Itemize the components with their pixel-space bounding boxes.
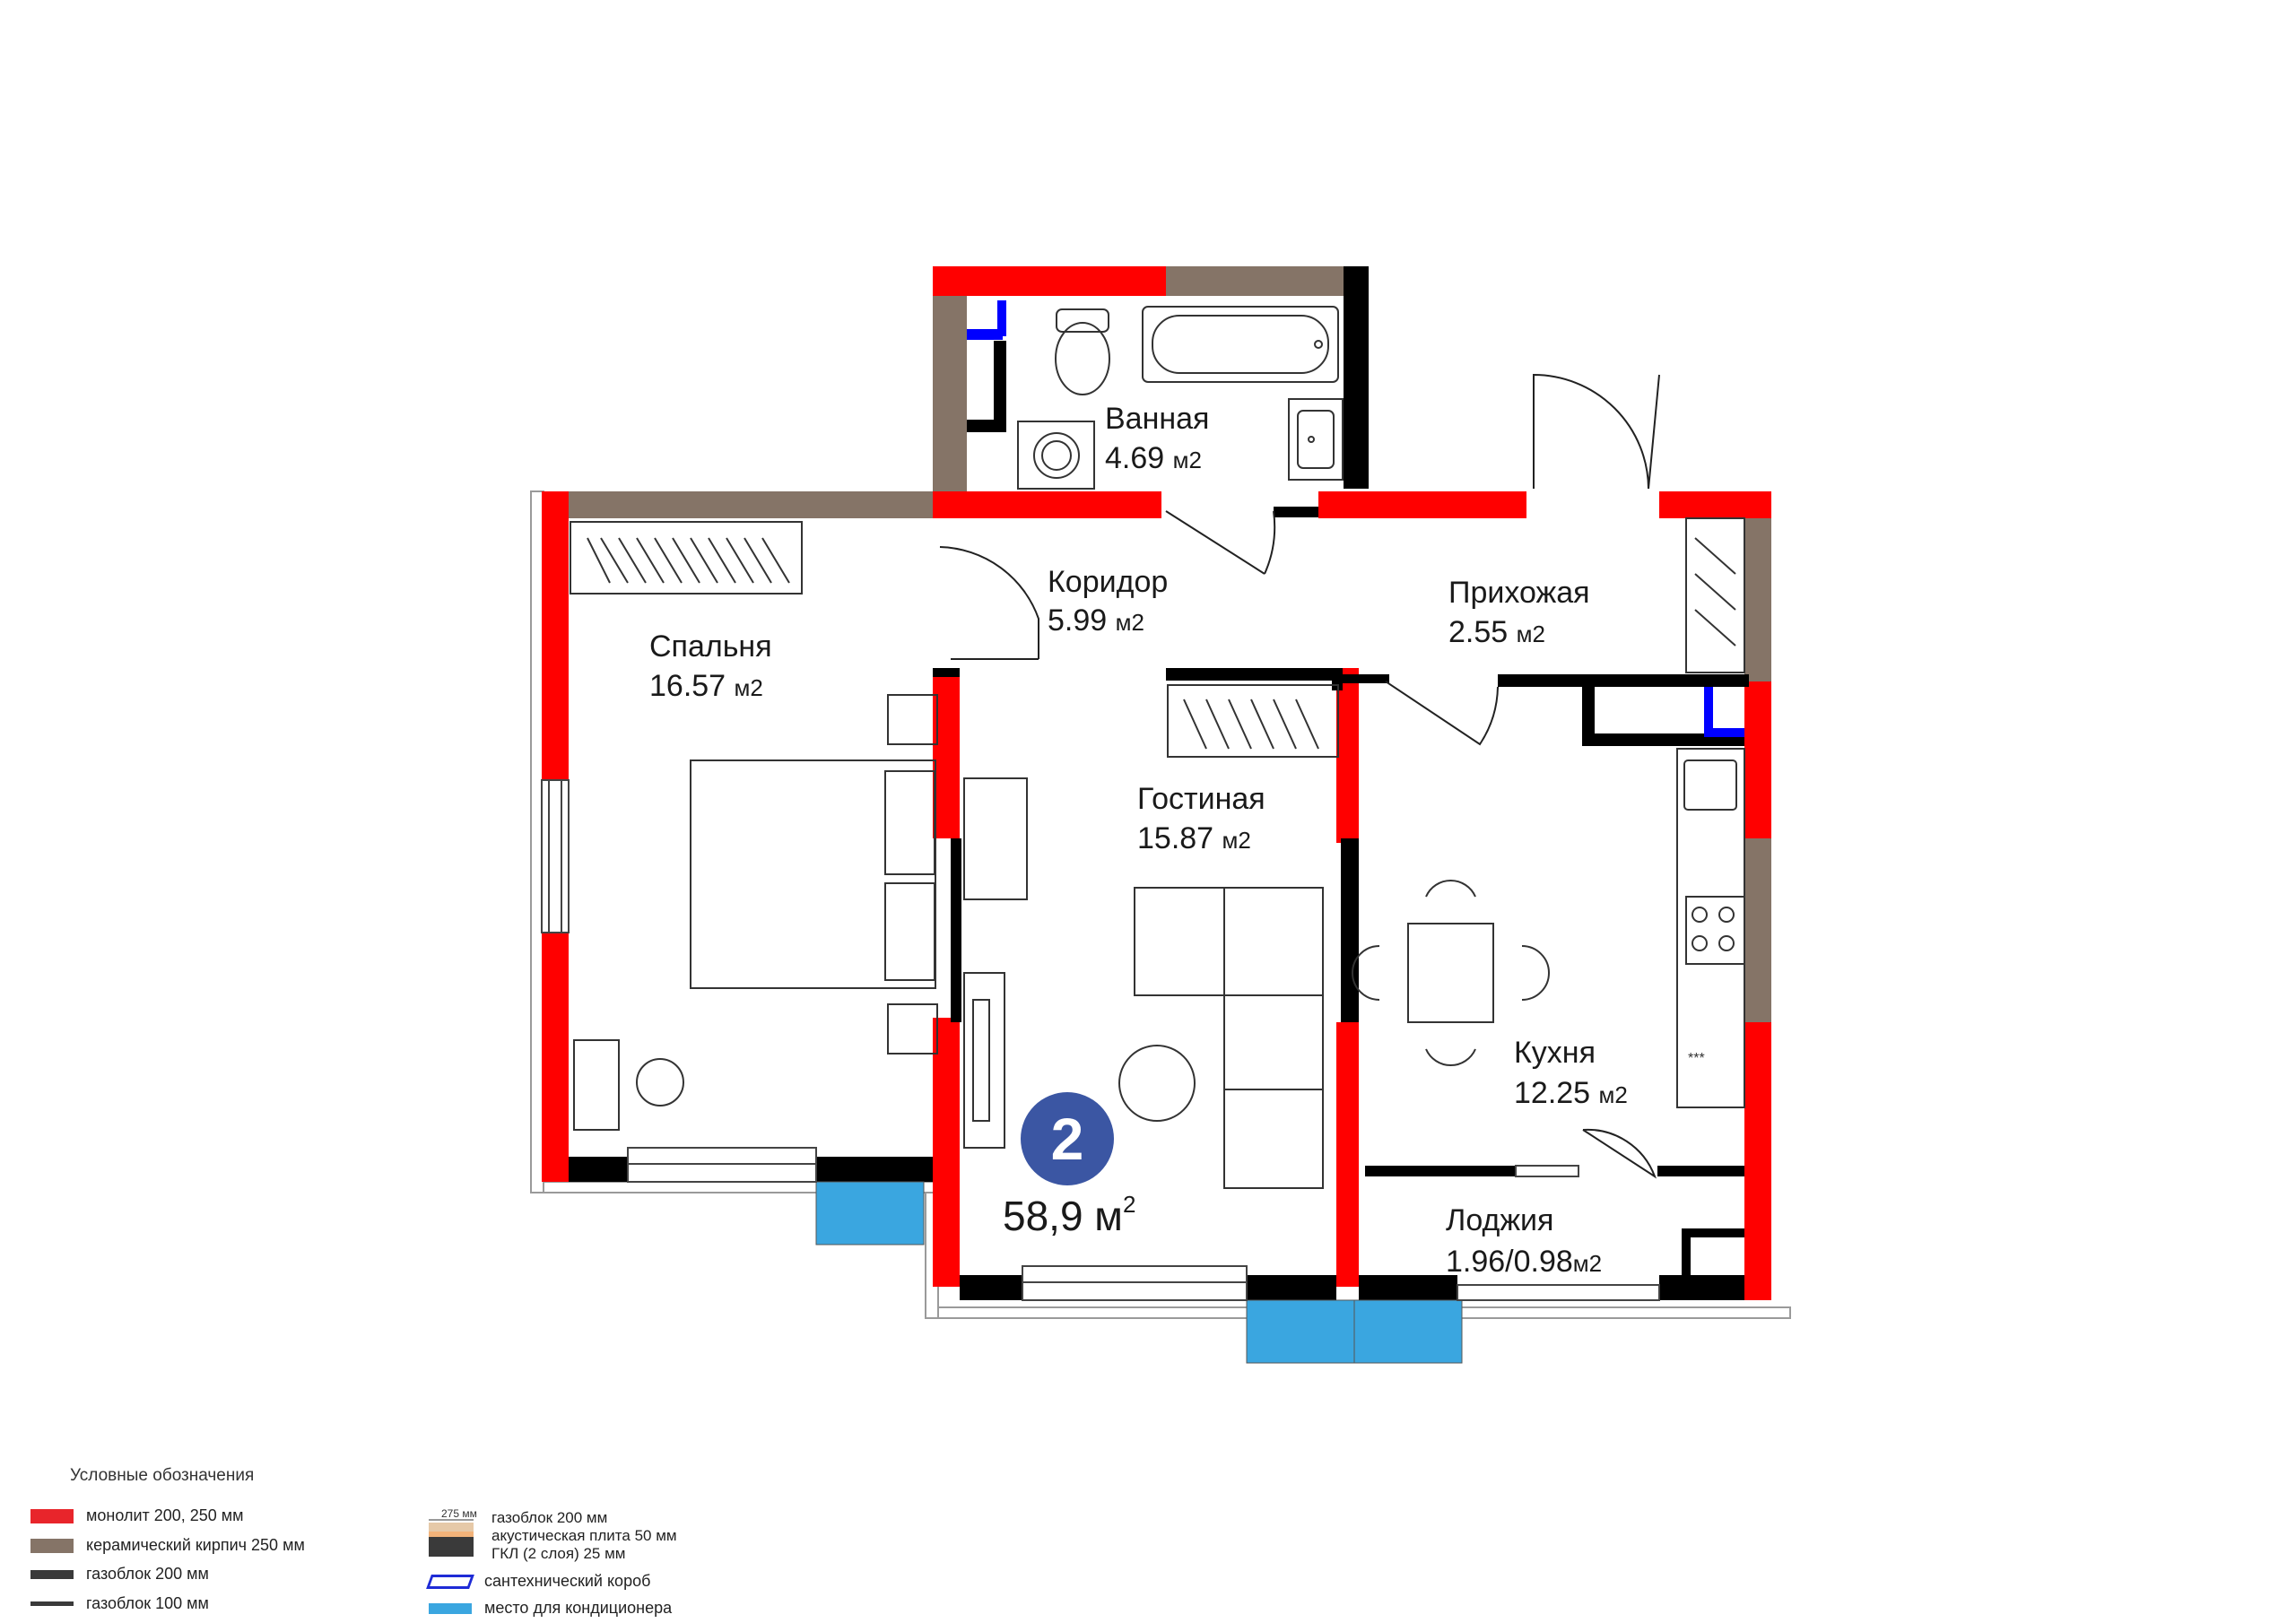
total-area: 58,9 м2 xyxy=(1003,1191,1135,1239)
room-area-corridor: 5.99 м2 xyxy=(1048,603,1144,638)
room-labels: Ванная 4.69 м2 Коридор 5.99 м2 Прихожая … xyxy=(649,402,1628,1279)
legend-monolith: монолит 200, 250 мм xyxy=(30,1506,244,1525)
plumbing-box xyxy=(967,300,1744,737)
room-name-corridor: Коридор xyxy=(1048,565,1168,599)
room-area-living: 15.87 м2 xyxy=(1137,821,1251,855)
legend-swatch-ac xyxy=(429,1602,472,1614)
room-name-hall: Прихожая xyxy=(1448,576,1590,610)
bath-fixtures xyxy=(1017,306,1344,490)
svg-text:275 мм: 275 мм xyxy=(441,1507,477,1520)
legend-gasblock-200: газоблок 200 мм xyxy=(30,1565,209,1584)
apartment-number: 2 xyxy=(1051,1106,1084,1172)
legend-swatch-gasblock-100 xyxy=(30,1601,74,1606)
monolith-walls xyxy=(542,266,1771,1300)
legend-acoustic-swatch: 275 мм xyxy=(429,1507,477,1557)
legend-swatch-plumbing xyxy=(426,1574,474,1589)
room-name-kitchen: Кухня xyxy=(1514,1036,1596,1070)
room-name-living: Гостиная xyxy=(1137,782,1265,816)
legend-swatch-monolith xyxy=(30,1508,74,1523)
room-area-loggia: 1.96/0.98м2 xyxy=(1446,1245,1602,1279)
room-name-loggia: Лоджия xyxy=(1446,1203,1553,1237)
gasblock-walls xyxy=(569,266,1749,1300)
legend-acoustic-line-2: акустическая плита 50 мм xyxy=(491,1527,677,1544)
apartment-badge: 2 xyxy=(1021,1092,1114,1185)
brick-walls xyxy=(569,266,1771,1022)
living-furniture xyxy=(963,777,1324,1189)
windows xyxy=(541,779,1660,1301)
legend-swatch-brick xyxy=(30,1538,74,1553)
legend-acoustic-line-3: ГКЛ (2 слоя) 25 мм xyxy=(491,1545,626,1562)
exterior-edge xyxy=(530,490,1791,1319)
room-area-hall: 2.55 м2 xyxy=(1448,615,1545,649)
wardrobes xyxy=(570,517,1745,758)
legend-plumbing: сантехнический короб xyxy=(426,1572,650,1591)
bedroom-furniture xyxy=(573,694,938,1131)
room-area-bath: 4.69 м2 xyxy=(1105,441,1202,475)
legend-gasblock-100: газоблок 100 мм xyxy=(30,1594,209,1613)
doors xyxy=(939,373,1660,1179)
kitchen-furniture: *** xyxy=(1352,748,1745,1108)
room-name-bath: Ванная xyxy=(1105,402,1209,436)
legend-acoustic-line-1: газоблок 200 мм xyxy=(491,1509,608,1526)
legend-ac: место для кондиционера xyxy=(429,1599,672,1618)
room-area-bedroom: 16.57 м2 xyxy=(649,669,763,703)
room-name-bedroom: Спальня xyxy=(649,629,772,664)
legend-swatch-gasblock-200 xyxy=(30,1569,74,1579)
legend-title: Условные обозначения xyxy=(70,1466,255,1485)
room-area-kitchen: 12.25 м2 xyxy=(1514,1076,1628,1110)
legend-brick: керамический кирпич 250 мм xyxy=(30,1536,305,1555)
ac-place xyxy=(815,1181,1463,1364)
svg-text:***: *** xyxy=(1688,1051,1705,1066)
